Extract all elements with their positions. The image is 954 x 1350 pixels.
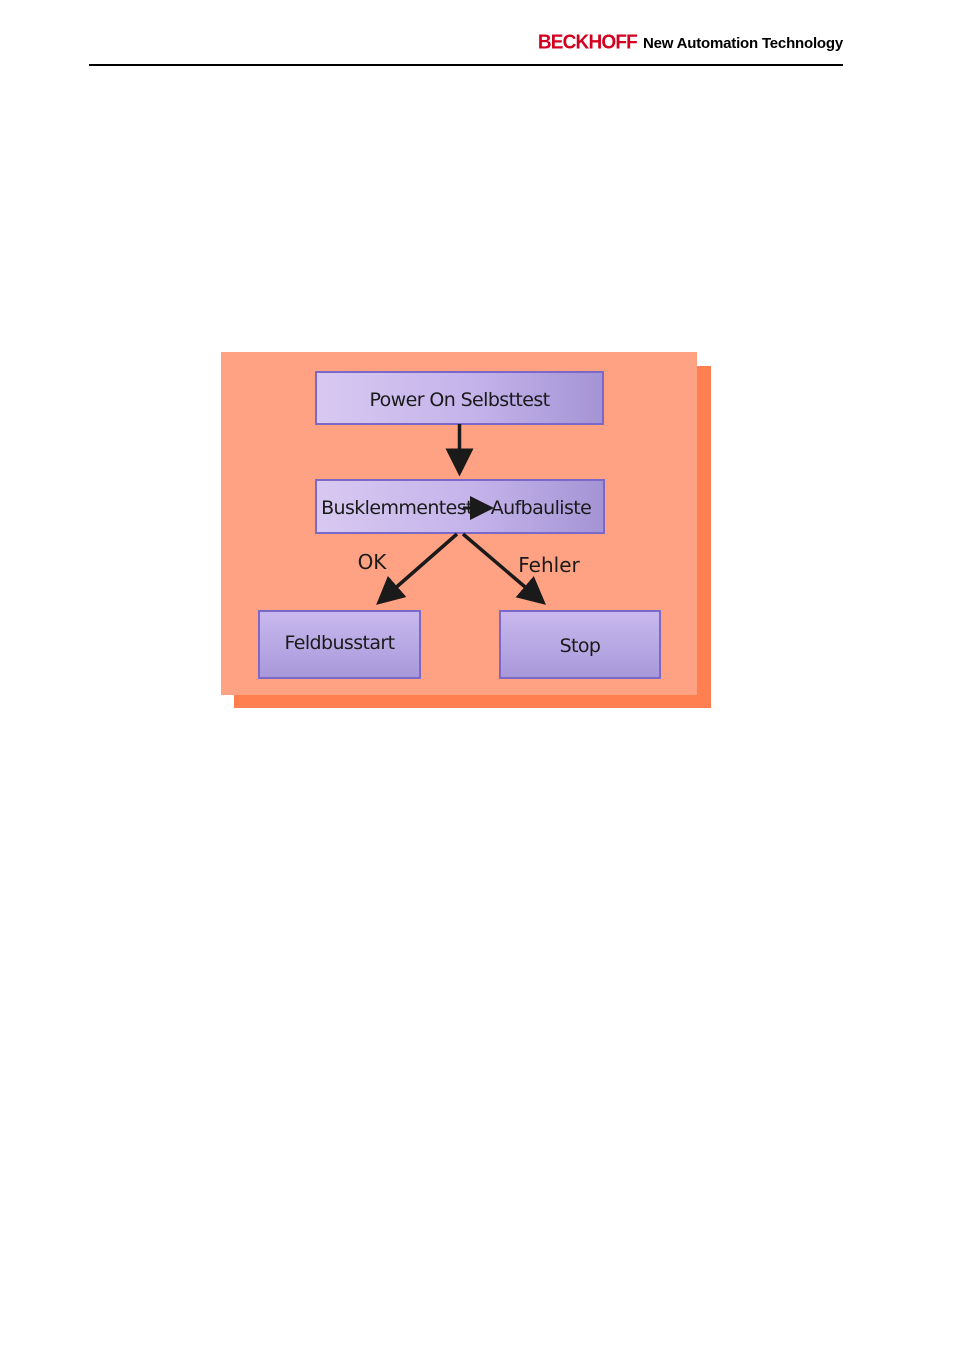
arrow-fehler (461, 532, 546, 605)
node-aufbauliste-label: Aufbauliste (491, 497, 591, 519)
edge-label-ok: OK (358, 550, 388, 574)
brand-tagline: New Automation Technology (643, 35, 843, 52)
node-power-on: Power On Selbsttest (315, 371, 604, 425)
node-power-on-label: Power On Selbsttest (369, 389, 549, 411)
edge-label-fehler: Fehler (518, 553, 580, 577)
node-feldbusstart-label: Feldbusstart (285, 632, 395, 654)
node-stop-label: Stop (560, 635, 601, 657)
arrow-ok (376, 532, 459, 605)
startup-flow-diagram: Power On Selbsttest Busklemmentest Aufba… (221, 352, 711, 708)
node-busklemmentest-label: Busklemmentest (321, 497, 473, 519)
node-busklemmentest: Busklemmentest Aufbauliste (315, 479, 605, 534)
page-header: BECKHOFF New Automation Technology (89, 30, 843, 66)
node-feldbusstart: Feldbusstart (258, 610, 421, 679)
node-stop: Stop (499, 610, 661, 679)
brand: BECKHOFF New Automation Technology (537, 31, 843, 54)
brand-logo: BECKHOFF (537, 31, 638, 54)
